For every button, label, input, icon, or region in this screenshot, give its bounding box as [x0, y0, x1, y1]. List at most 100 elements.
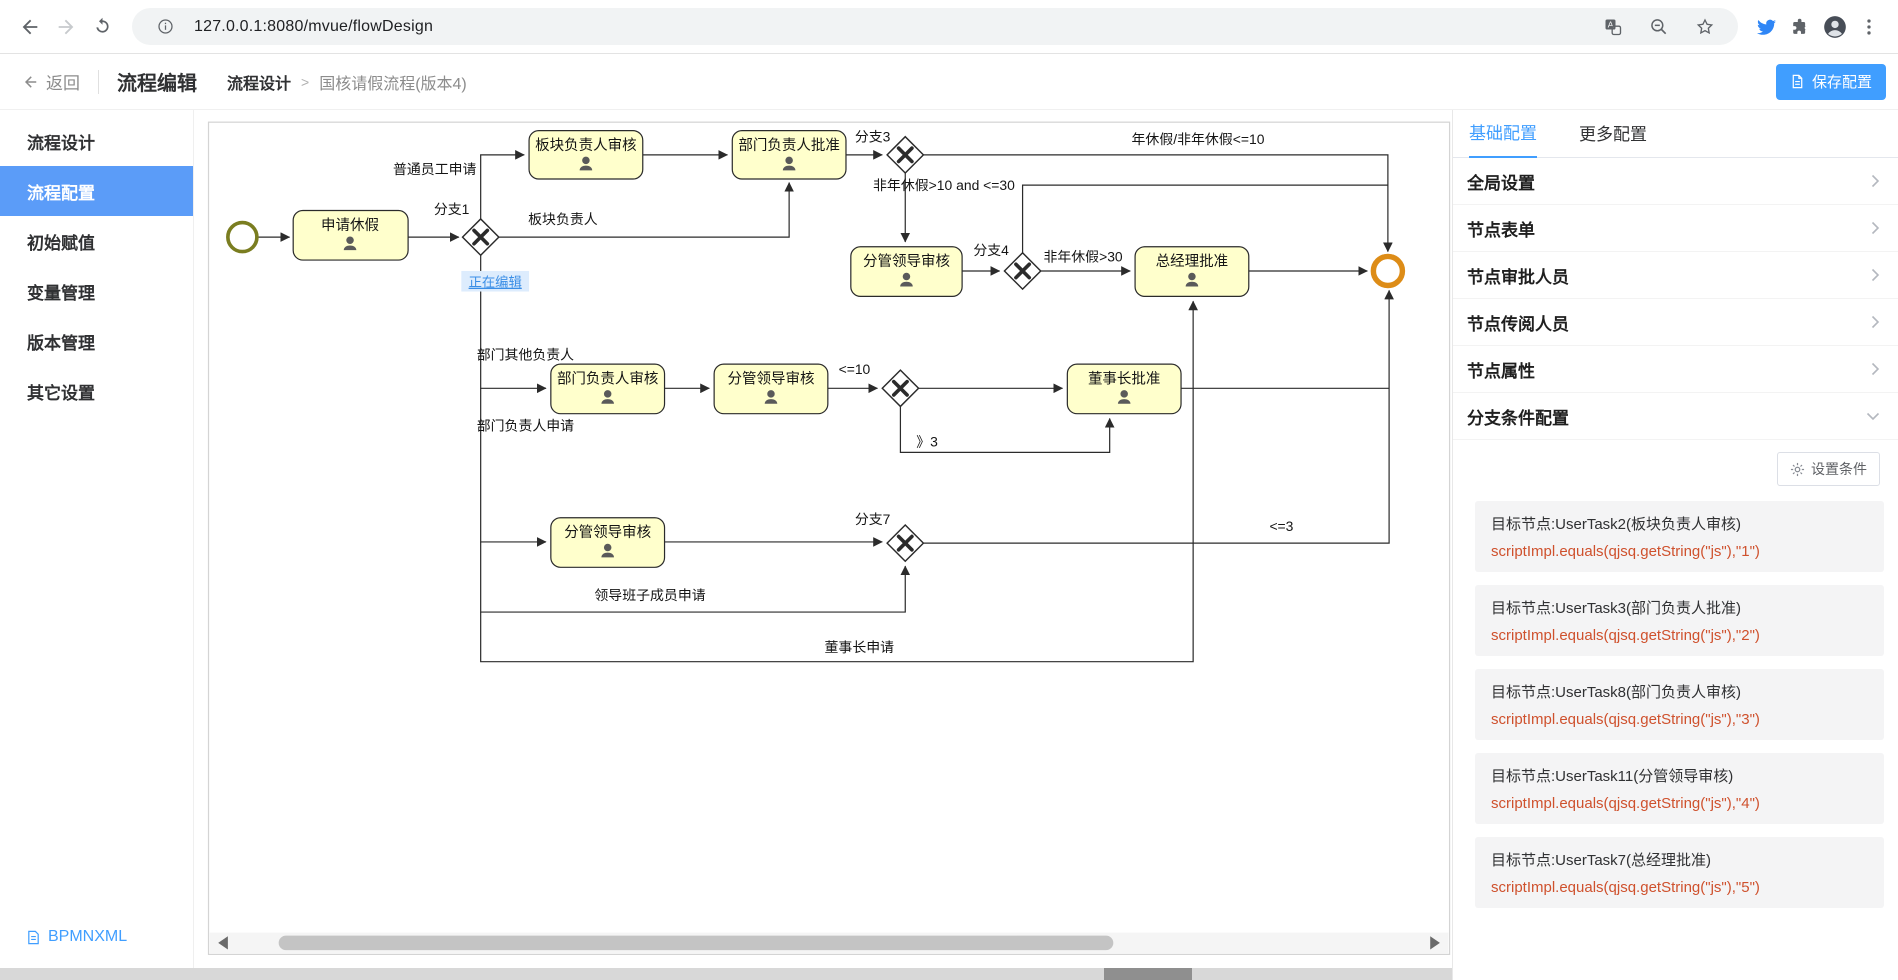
- section-node-properties[interactable]: 节点属性: [1453, 346, 1898, 393]
- sidebar-item-flow-config[interactable]: 流程配置: [0, 166, 193, 216]
- svg-text:板块负责人审核: 板块负责人审核: [535, 136, 637, 154]
- task-apply-leave[interactable]: 申请休假: [292, 209, 409, 261]
- gateway-branch-7[interactable]: [886, 523, 925, 563]
- set-condition-button[interactable]: 设置条件: [1777, 452, 1880, 486]
- task-dept-leader-review[interactable]: 部门负责人审核: [550, 363, 666, 415]
- task-dept-leader-approve[interactable]: 部门负责人批准: [731, 130, 847, 180]
- condition-card[interactable]: 目标节点:UserTask2(板块负责人审核) scriptImpl.equal…: [1475, 501, 1884, 572]
- bookmark-star-icon[interactable]: [1688, 10, 1722, 44]
- browser-reload-icon[interactable]: [84, 9, 120, 45]
- edge-label: 非年休假>10 and <=30: [873, 177, 1015, 193]
- back-button[interactable]: 返回: [22, 69, 80, 94]
- svg-text:A: A: [1608, 19, 1614, 29]
- section-branch-conditions[interactable]: 分支条件配置: [1453, 393, 1898, 440]
- breadcrumb-root[interactable]: 流程设计: [227, 75, 292, 93]
- browser-forward-icon[interactable]: [48, 9, 84, 45]
- gateway-middle[interactable]: [881, 369, 920, 408]
- condition-target: 目标节点:UserTask7(总经理批准): [1491, 852, 1712, 869]
- editing-indicator: 正在编辑: [461, 270, 530, 292]
- condition-card[interactable]: 目标节点:UserTask8(部门负责人审核) scriptImpl.equal…: [1475, 669, 1884, 740]
- breadcrumb-current: 国核请假流程(版本4): [319, 75, 467, 93]
- edge-label: 分支1: [434, 201, 470, 217]
- bpmn-xml-link[interactable]: BPMNXML: [26, 928, 127, 946]
- sidebar: 流程设计 流程配置 初始赋值 变量管理 版本管理 其它设置 BPMNXML: [0, 110, 194, 968]
- breadcrumb: 流程设计 > 国核请假流程(版本4): [227, 70, 467, 94]
- address-bar[interactable]: 127.0.0.1:8080/mvue/flowDesign A: [132, 8, 1738, 45]
- sidebar-item-initial-assignment[interactable]: 初始赋值: [27, 233, 95, 253]
- section-global-settings[interactable]: 全局设置: [1453, 158, 1898, 205]
- svg-text:正在编辑: 正在编辑: [469, 275, 522, 290]
- page-info-icon[interactable]: [148, 10, 182, 44]
- bpmn-xml-label: BPMNXML: [48, 928, 128, 945]
- condition-target: 目标节点:UserTask2(板块负责人审核): [1491, 516, 1742, 533]
- task-branch-leader-review-1[interactable]: 分管领导审核: [850, 246, 963, 297]
- start-event[interactable]: [226, 220, 259, 254]
- section-node-approvers[interactable]: 节点审批人员: [1453, 252, 1898, 299]
- app-header: 返回 流程编辑 流程设计 > 国核请假流程(版本4) 保存配置: [0, 54, 1898, 110]
- condition-target: 目标节点:UserTask11(分管领导审核): [1491, 768, 1734, 785]
- svg-text:董事长批准: 董事长批准: [1088, 370, 1161, 387]
- edge-label: 分支7: [855, 511, 891, 527]
- section-node-form[interactable]: 节点表单: [1453, 205, 1898, 252]
- edge-label: 板块负责人: [528, 211, 598, 227]
- flow-canvas[interactable]: 申请休假 板块负责人审核 部门负责人批准 分管领导审核 总经理批准 部门负责人审…: [194, 110, 1452, 968]
- condition-script: scriptImpl.equals(qjsq.getString("js"),"…: [1491, 879, 1760, 896]
- svg-text:分管领导审核: 分管领导审核: [863, 253, 950, 270]
- translate-icon[interactable]: A: [1596, 10, 1630, 44]
- condition-target: 目标节点:UserTask8(部门负责人审核): [1491, 684, 1742, 701]
- sidebar-item-variable-management[interactable]: 变量管理: [27, 283, 95, 303]
- task-branch-leader-review-3[interactable]: 分管领导审核: [550, 517, 666, 568]
- edge-labels: 普通员工申请 分支1 板块负责人 分支3 年休假/非年休假<=10 非年休假>1…: [393, 129, 1294, 655]
- chevron-right-icon: [1871, 221, 1880, 235]
- condition-card[interactable]: 目标节点:UserTask7(总经理批准) scriptImpl.equals(…: [1475, 837, 1884, 908]
- url-text[interactable]: 127.0.0.1:8080/mvue/flowDesign: [194, 17, 434, 35]
- extension-icon-bird[interactable]: [1750, 10, 1784, 44]
- task-block-leader-review[interactable]: 板块负责人审核: [528, 130, 644, 180]
- sidebar-item-version-management[interactable]: 版本管理: [27, 333, 95, 353]
- browser-menu-icon[interactable]: [1852, 10, 1886, 44]
- gear-icon: [1790, 462, 1805, 476]
- edge-label: 》3: [916, 433, 938, 449]
- page-title: 流程编辑: [117, 73, 197, 95]
- tab-basic-config[interactable]: 基础配置: [1469, 119, 1537, 158]
- zoom-out-icon[interactable]: [1642, 10, 1676, 44]
- gateway-branch-1[interactable]: [461, 217, 500, 257]
- sidebar-item-other-settings[interactable]: 其它设置: [27, 383, 95, 403]
- save-config-button[interactable]: 保存配置: [1775, 63, 1886, 100]
- section-node-readers[interactable]: 节点传阅人员: [1453, 299, 1898, 346]
- profile-avatar[interactable]: [1818, 10, 1852, 44]
- condition-card[interactable]: 目标节点:UserTask3(部门负责人批准) scriptImpl.equal…: [1475, 585, 1884, 656]
- extensions-puzzle-icon[interactable]: [1784, 10, 1818, 44]
- config-panel: 基础配置 更多配置 全局设置 节点表单 节点审批人员 节点传阅人员 节点属性 分…: [1452, 110, 1898, 980]
- end-event[interactable]: [1370, 253, 1406, 289]
- scroll-right-icon[interactable]: [1430, 936, 1440, 950]
- task-gm-approve[interactable]: 总经理批准: [1134, 246, 1250, 297]
- sidebar-item-flow-design[interactable]: 流程设计: [27, 133, 95, 153]
- page-hscrollbar[interactable]: [0, 968, 1452, 980]
- scroll-left-icon[interactable]: [218, 936, 228, 950]
- browser-back-icon[interactable]: [12, 9, 48, 45]
- task-chairman-approve[interactable]: 董事长批准: [1066, 363, 1182, 415]
- edge-label: 部门其他负责人: [477, 346, 574, 362]
- bpmn-doc-icon: [28, 930, 39, 944]
- chevron-right-icon: [1871, 362, 1880, 376]
- breadcrumb-separator-icon: >: [301, 73, 310, 90]
- edge-label: 非年休假>30: [1043, 248, 1122, 264]
- svg-text:总经理批准: 总经理批准: [1156, 253, 1229, 270]
- canvas-hscrollbar[interactable]: [209, 932, 1449, 954]
- edge-label: 领导班子成员申请: [594, 587, 705, 603]
- task-branch-leader-review-2[interactable]: 分管领导审核: [713, 363, 829, 415]
- edge-label: <=3: [1269, 518, 1293, 534]
- tab-more-config[interactable]: 更多配置: [1579, 125, 1647, 144]
- condition-card[interactable]: 目标节点:UserTask11(分管领导审核) scriptImpl.equal…: [1475, 753, 1884, 824]
- edge-label: 部门负责人申请: [477, 418, 574, 434]
- bpmn-diagram: 申请休假 板块负责人审核 部门负责人批准 分管领导审核 总经理批准 部门负责人审…: [207, 121, 1451, 956]
- scrollbar-thumb[interactable]: [278, 935, 1114, 951]
- browser-toolbar: 127.0.0.1:8080/mvue/flowDesign A: [0, 0, 1898, 54]
- svg-text:部门负责人批准: 部门负责人批准: [738, 137, 840, 154]
- gateway-branch-3[interactable]: [886, 135, 925, 175]
- gateway-branch-4[interactable]: [1003, 251, 1042, 291]
- condition-script: scriptImpl.equals(qjsq.getString("js"),"…: [1491, 795, 1760, 812]
- edge-label: <=10: [839, 361, 871, 377]
- page-hscrollbar-thumb[interactable]: [1104, 968, 1192, 980]
